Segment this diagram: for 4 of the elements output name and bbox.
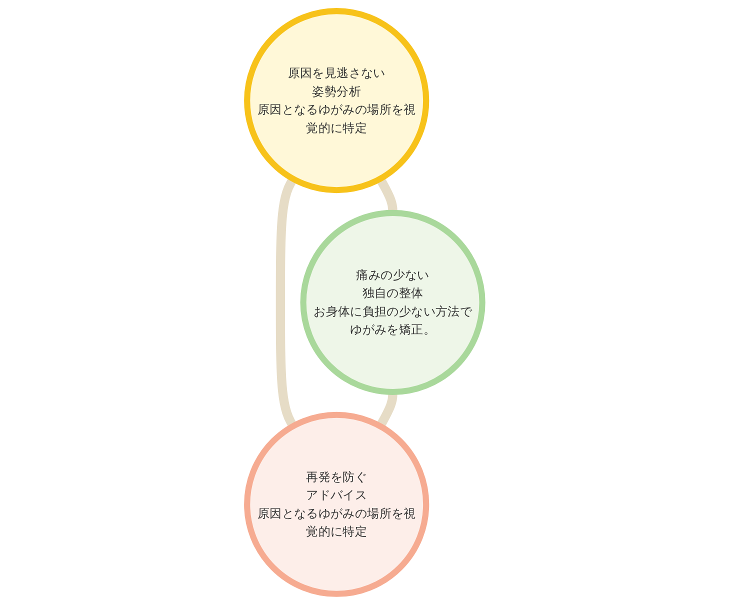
node-circle: 痛みの少ない 独自の整体 お身体に負担の少ない方法でゆがみを矯正。 (300, 210, 486, 396)
connector (276, 176, 298, 428)
node-circle: 原因を見逃さない 姿勢分析 原因となるゆがみの場所を視覚的に特定 (244, 8, 430, 194)
node-circle: 再発を防ぐ アドバイス 原因となるゆがみの場所を視覚的に特定 (244, 412, 430, 597)
